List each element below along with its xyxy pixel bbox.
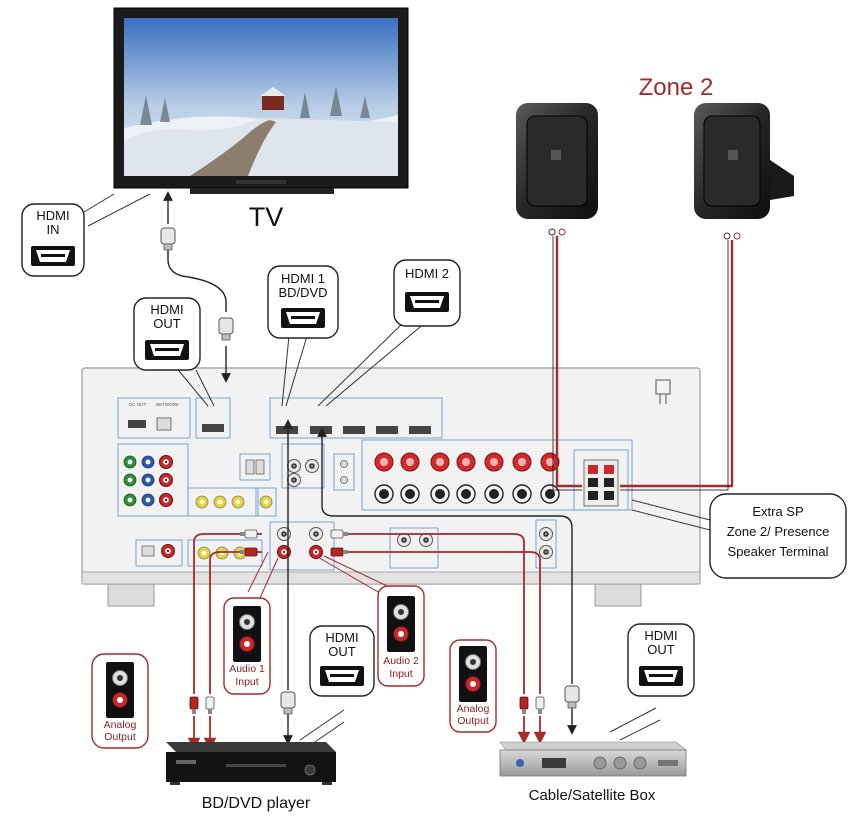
bd-dvd-player	[166, 742, 336, 785]
svg-text:IN: IN	[47, 222, 60, 237]
svg-text:DC OUT: DC OUT	[129, 402, 146, 407]
analog-cable-bd	[187, 533, 262, 751]
zone2-speaker-left	[516, 103, 598, 236]
svg-text:OUT: OUT	[328, 644, 356, 659]
bd-player-label: BD/DVD player	[202, 795, 311, 812]
callout-hdmi-out-cable: HDMI OUT	[627, 623, 695, 697]
svg-text:Analog: Analog	[104, 719, 137, 731]
hdmi-cable-cable	[317, 427, 577, 735]
callout-hdmi-out-bd: HDMI OUT	[309, 625, 375, 697]
zone2-speaker-wires	[555, 236, 734, 488]
svg-text:HDMI: HDMI	[36, 208, 69, 223]
svg-text:Input: Input	[389, 668, 412, 680]
callout-analog-output-cable: Analog Output	[449, 639, 497, 733]
svg-text:HDMI: HDMI	[644, 628, 677, 643]
svg-text:Output: Output	[104, 731, 136, 743]
cable-box-label: Cable/Satellite Box	[529, 787, 656, 804]
svg-text:Audio 1: Audio 1	[229, 663, 265, 675]
callout-audio2-input: Audio 2 Input	[377, 585, 425, 687]
zone2-speaker-right	[694, 103, 794, 240]
tv-label: TV	[249, 202, 284, 232]
cable-satellite-box	[499, 741, 687, 777]
svg-text:Input: Input	[235, 676, 258, 688]
svg-text:Output: Output	[457, 715, 489, 727]
callout-hdmi-out-receiver: HDMI OUT	[133, 297, 201, 371]
svg-text:Audio 2: Audio 2	[383, 655, 419, 667]
analog-cable-cable	[340, 533, 547, 745]
svg-text:Speaker Terminal: Speaker Terminal	[728, 544, 829, 559]
svg-text:BD/DVD: BD/DVD	[278, 285, 327, 300]
svg-text:HDMI 2: HDMI 2	[405, 266, 449, 281]
svg-text:HDMI 1: HDMI 1	[281, 271, 325, 286]
svg-text:OUT: OUT	[647, 642, 675, 657]
callout-hdmi2: HDMI 2	[393, 259, 461, 327]
callout-hdmi-in: HDMI IN	[21, 203, 85, 277]
callout-hdmi1-bd: HDMI 1 BD/DVD	[267, 265, 339, 339]
av-receiver: DC OUT NETWORK	[81, 367, 701, 607]
svg-text:Zone 2/ Presence: Zone 2/ Presence	[727, 524, 830, 539]
svg-text:HDMI: HDMI	[325, 630, 358, 645]
svg-text:OUT: OUT	[153, 316, 181, 331]
svg-text:Extra SP: Extra SP	[752, 504, 803, 519]
callout-audio1-input: Audio 1 Input	[223, 597, 271, 695]
zone2-label: Zone 2	[639, 74, 714, 101]
callout-analog-output-bd: Analog Output	[91, 653, 149, 749]
svg-text:NETWORK: NETWORK	[156, 402, 179, 407]
tv	[113, 7, 409, 194]
svg-text:HDMI: HDMI	[150, 302, 183, 317]
svg-text:Analog: Analog	[457, 703, 490, 715]
callout-extra-sp: Extra SP Zone 2/ Presence Speaker Termin…	[709, 493, 847, 579]
hdmi-cable-tv	[163, 191, 231, 383]
